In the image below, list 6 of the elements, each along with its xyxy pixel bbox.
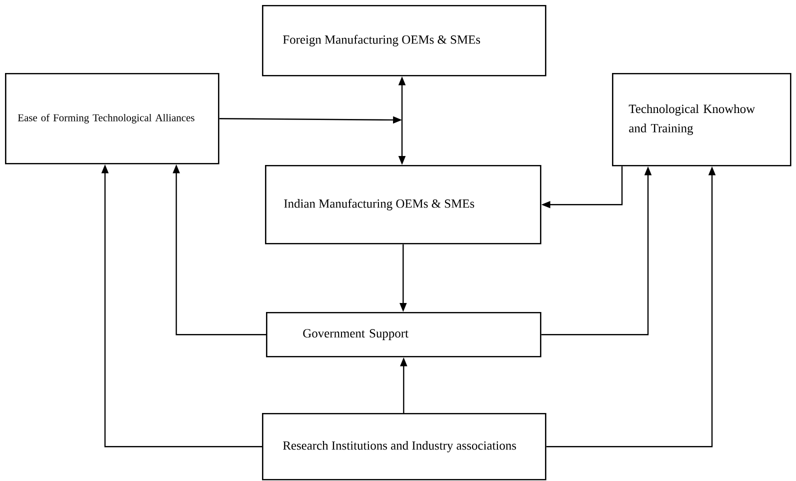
process-box: Indian Manufacturing OEMs & SMEs [265, 165, 542, 244]
process-box: Government Support [266, 312, 542, 358]
process-box: Technological Knowhow and Training [612, 73, 792, 166]
process-box: Ease of Forming Technological Alliances [5, 73, 220, 164]
process-box: Research Institutions and Industry associations [262, 413, 546, 480]
process-box: Foreign Manufacturing OEMs & SMEs [262, 5, 546, 76]
